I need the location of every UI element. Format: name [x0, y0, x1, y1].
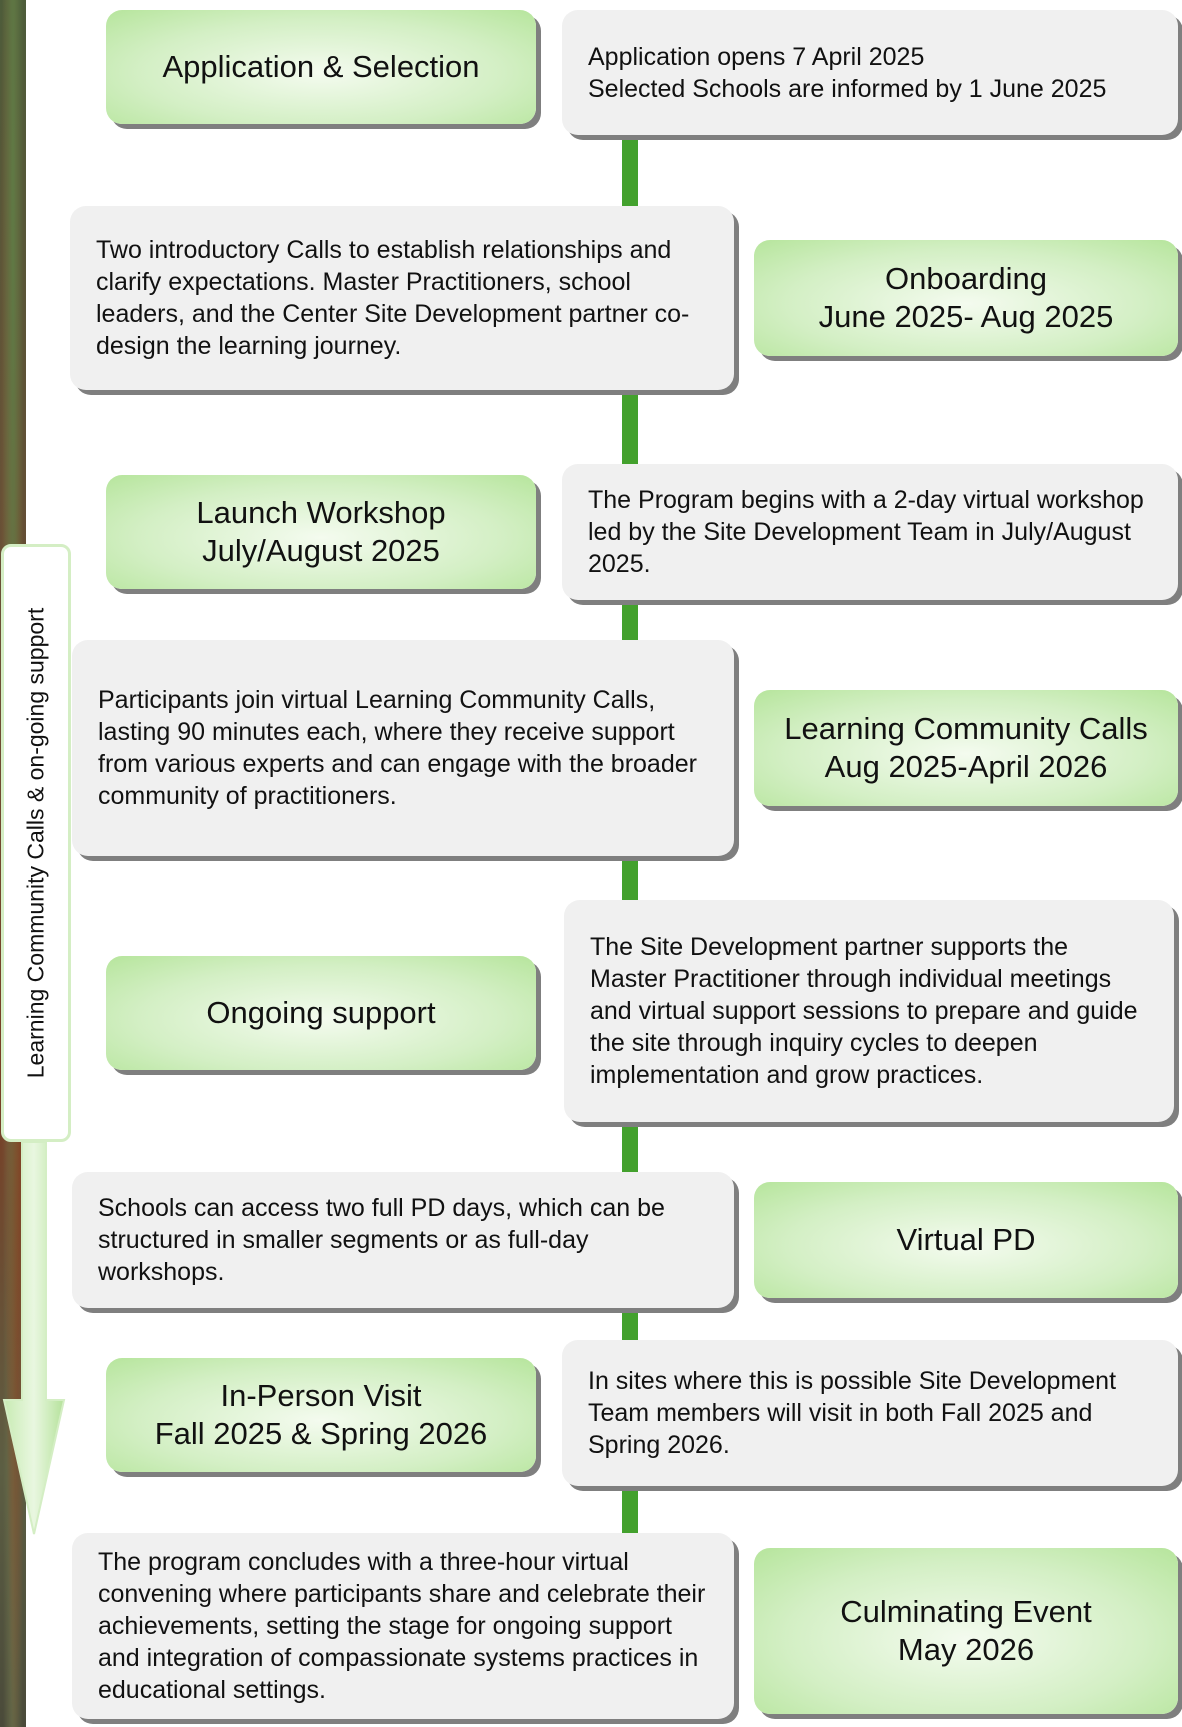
- step-application-description: Application opens 7 April 2025 Selected …: [562, 10, 1178, 135]
- ongoing-support-label: Learning Community Calls & on-going supp…: [22, 607, 49, 1079]
- step-subtitle: July/August 2025: [202, 533, 440, 568]
- step-subtitle: Aug 2025-April 2026: [824, 749, 1108, 784]
- step-application-title-box: Application & Selection: [106, 10, 536, 124]
- step-description: Schools can access two full PD days, whi…: [98, 1194, 665, 1286]
- step-onboarding-description: Two introductory Calls to establish rela…: [70, 206, 734, 390]
- step-title: Ongoing support: [206, 995, 436, 1030]
- step-lcc-title-box: Learning Community Calls Aug 2025-April …: [754, 690, 1178, 806]
- step-virtual-pd-title-box: Virtual PD: [754, 1182, 1178, 1298]
- step-title: Launch Workshop: [196, 495, 446, 530]
- step-ongoing-description: The Site Development partner supports th…: [564, 900, 1174, 1122]
- step-onboarding-title-box: Onboarding June 2025- Aug 2025: [754, 240, 1178, 356]
- step-subtitle: May 2026: [897, 1632, 1035, 1667]
- step-ongoing-title-box: Ongoing support: [106, 956, 536, 1070]
- step-culminating-description: The program concludes with a three-hour …: [72, 1533, 734, 1719]
- step-title: Learning Community Calls: [784, 711, 1148, 746]
- step-title: Culminating Event: [840, 1594, 1092, 1629]
- step-description: The Site Development partner supports th…: [590, 933, 1138, 1089]
- down-arrow-icon: [2, 1142, 66, 1535]
- step-description: Two introductory Calls to establish rela…: [96, 236, 690, 360]
- step-launch-description: The Program begins with a 2-day virtual …: [562, 464, 1178, 600]
- step-description: The Program begins with a 2-day virtual …: [588, 486, 1144, 578]
- step-description: Application opens 7 April 2025 Selected …: [588, 42, 1107, 103]
- step-culminating-title-box: Culminating Event May 2026: [754, 1548, 1178, 1714]
- ongoing-support-bracket: [1, 544, 71, 1142]
- step-title: Application & Selection: [162, 49, 480, 84]
- step-description: The program concludes with a three-hour …: [98, 1548, 706, 1704]
- step-launch-title-box: Launch Workshop July/August 2025: [106, 475, 536, 589]
- step-title: In-Person Visit: [220, 1378, 422, 1413]
- step-lcc-description: Participants join virtual Learning Commu…: [72, 640, 734, 856]
- step-description: Participants join virtual Learning Commu…: [98, 686, 697, 810]
- step-virtual-pd-description: Schools can access two full PD days, whi…: [72, 1172, 734, 1308]
- step-visit-title-box: In-Person Visit Fall 2025 & Spring 2026: [106, 1358, 536, 1472]
- step-title: Onboarding: [884, 261, 1047, 296]
- step-description: In sites where this is possible Site Dev…: [588, 1367, 1117, 1459]
- step-title: Virtual PD: [896, 1222, 1036, 1257]
- step-visit-description: In sites where this is possible Site Dev…: [562, 1340, 1178, 1486]
- step-subtitle: June 2025- Aug 2025: [818, 299, 1114, 334]
- step-subtitle: Fall 2025 & Spring 2026: [154, 1416, 488, 1451]
